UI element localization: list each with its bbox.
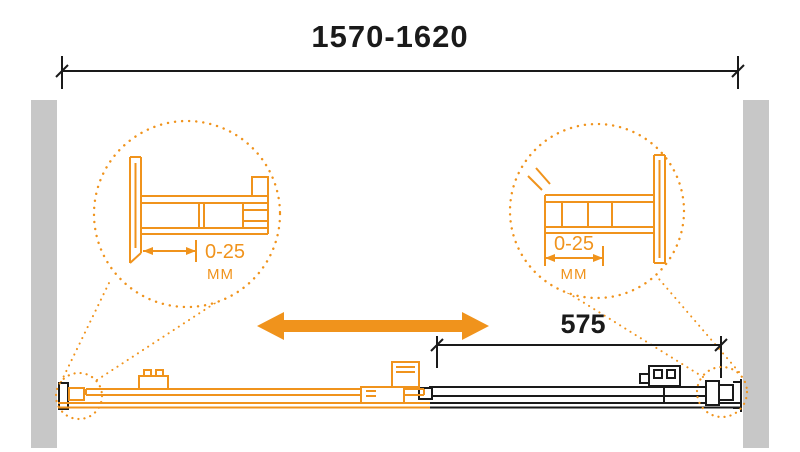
right-detail-dimension [544,233,604,266]
left-detail-callout: 0-25 MM [92,119,282,309]
sliding-roller-block [138,369,169,390]
fixed-panel-width-label: 575 [560,309,605,339]
left-zoom-leader-lines [60,276,256,383]
left-wall [31,100,57,448]
left-detail-circle [92,119,282,309]
right-detail-profile [527,154,666,264]
left-detail-dimension [143,240,197,262]
right-zoom-source-circle [695,365,749,419]
left-detail-profile [129,156,269,264]
center-carriage-block [360,361,420,404]
left-detail-unit-label: MM [207,266,234,283]
fixed-glass-panel [429,386,722,397]
center-overlap-block [418,387,433,400]
left-detail-range-label: 0-25 [205,241,245,263]
right-wall [743,100,769,448]
overall-width-dimension-lines [55,56,745,89]
right-wall-bracket [705,379,742,412]
right-detail-unit-label: MM [561,266,588,283]
left-bracket-adjuster [68,387,85,401]
left-wall-bracket [58,382,69,410]
overall-width-label: 1570-1620 [311,19,468,54]
left-zoom-source-circle [54,371,104,421]
right-detail-circle [508,122,686,300]
right-detail-callout: 0-25 MM [508,122,686,300]
slide-direction-arrow [257,312,489,340]
right-detail-range-label: 0-25 [554,233,594,255]
fixed-panel-assembly [58,365,742,412]
sliding-glass-panel [85,388,425,396]
fixed-panel-dimension-lines [430,336,728,378]
sliding-panel-assembly [58,361,430,409]
